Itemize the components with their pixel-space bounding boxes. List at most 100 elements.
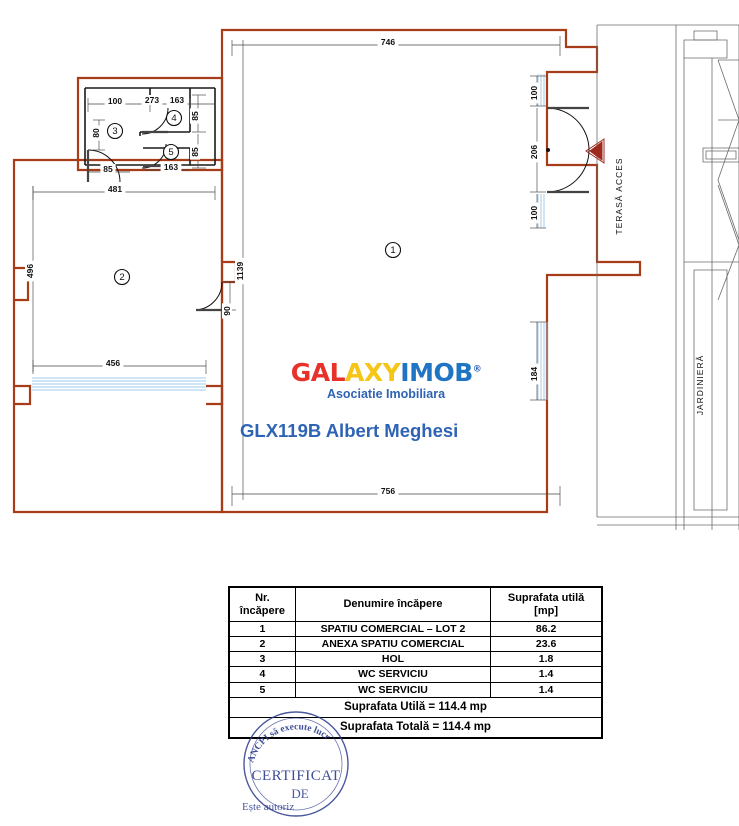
dimension-label-bg — [25, 260, 35, 282]
cell-name: SPATIU COMERCIAL – LOT 2 — [294, 621, 492, 638]
cell-area: 1.4 — [490, 666, 603, 683]
header-nr-line2: încăpere — [239, 604, 286, 617]
table-total-row: Suprafata Totală = 114.4 mp — [228, 716, 603, 739]
dimension-label: 90 — [222, 306, 232, 316]
table-header-row: Nr. încăpere Denumire încăpere Suprafata… — [228, 586, 603, 623]
cell-nr: 2 — [228, 636, 296, 653]
dimension-label-bg — [222, 303, 232, 319]
dimension-label: 184 — [529, 367, 539, 381]
room-marker — [165, 109, 183, 127]
room-number: 3 — [112, 126, 117, 137]
dimension-label: 100 — [529, 86, 539, 100]
dimension-label: 756 — [381, 486, 395, 496]
access-arrow-icon — [589, 141, 603, 161]
dimension-label: 85 — [190, 147, 200, 157]
room-number: 4 — [171, 113, 176, 124]
cell-area: 1.4 — [490, 681, 603, 698]
dimension-label-bg — [104, 96, 126, 106]
total-label: Suprafata Utilă = 114.4 mp — [228, 696, 603, 718]
room-schedule: Nr. încăpere Denumire încăpere Suprafata… — [228, 586, 603, 740]
header-area-line1: Suprafata utilă — [507, 592, 585, 604]
door-hinge-terrace — [546, 148, 550, 152]
room-marker — [106, 122, 124, 140]
room-number: 1 — [390, 245, 395, 256]
dimension-label-bg — [102, 358, 124, 368]
door-swing-annex — [195, 281, 223, 311]
dimension-label-bg — [190, 108, 200, 124]
room-marker — [113, 268, 131, 286]
dimension-label-bg — [235, 257, 245, 285]
dimension-label: 163 — [170, 95, 184, 105]
room-schedule-table: Nr. încăpere Denumire încăpere Suprafata… — [228, 586, 603, 740]
door-swing-terrace-top — [546, 107, 590, 151]
dimension-label-bg — [529, 82, 539, 104]
header-nr-line1: Nr. — [255, 592, 270, 604]
dimension-label: 100 — [108, 96, 122, 106]
header-name: Denumire încăpere — [294, 586, 492, 623]
dimension-label: 85 — [103, 164, 113, 174]
service-block-wall — [76, 76, 224, 172]
room-number: 5 — [168, 147, 173, 158]
dimension-label-bg — [529, 141, 539, 163]
floor-plan-drawing: .w{fill:none;stroke:#a63c18;stroke-width… — [12, 24, 739, 530]
header-area: Suprafata utilă [mp] — [490, 586, 603, 623]
cell-name: ANEXA SPATIU COMERCIAL — [294, 636, 492, 653]
dimension-label: 496 — [25, 264, 35, 278]
cell-name: WC SERVICIU — [294, 681, 492, 698]
balustrade-grip — [702, 147, 739, 163]
balustrade-cap-top — [683, 39, 728, 59]
dimension-label-bg — [529, 363, 539, 385]
balustrade-grip-inner — [705, 150, 737, 160]
stamp-bottom-text: DE — [291, 786, 308, 801]
annex-notch-mid — [222, 260, 238, 284]
balustrade-zigzag-1 — [717, 59, 739, 241]
door-swing-wc4 — [141, 107, 169, 135]
dimension-label-bg — [190, 144, 200, 160]
stamp-center-text: CERTIFICAT — [251, 768, 340, 784]
dimension-label-bg — [104, 184, 126, 194]
room-marker — [384, 241, 402, 259]
cell-nr: 4 — [228, 666, 296, 683]
dimension-label: 100 — [529, 206, 539, 220]
dimension-label: 746 — [381, 37, 395, 47]
dimension-label-bg — [91, 125, 101, 141]
dimension-label: 273 — [145, 95, 159, 105]
dimension-label: 206 — [529, 145, 539, 159]
cell-nr: 1 — [228, 621, 296, 638]
balustrade-post-top — [693, 30, 718, 41]
cell-nr: 5 — [228, 681, 296, 698]
dimension-label-bg — [377, 486, 399, 496]
cell-name: WC SERVICIU — [294, 666, 492, 683]
dimension-label-bg — [141, 95, 163, 105]
left-wall-notch-2 — [14, 384, 32, 406]
access-arrow-outline-icon — [585, 138, 605, 164]
window-right-184 — [537, 322, 548, 400]
cell-area: 1.8 — [490, 651, 603, 668]
page-title: GLX119B Albert Meghesi — [240, 420, 459, 441]
dimension-label-bg — [377, 37, 399, 47]
cell-nr: 3 — [228, 651, 296, 668]
annex-room-wall — [12, 158, 224, 514]
planter-box — [693, 269, 728, 511]
right-annex-notch — [206, 384, 224, 406]
table-total-row: Suprafata Utilă = 114.4 mp — [228, 696, 603, 718]
header-nr: Nr. încăpere — [228, 586, 296, 623]
dimension-label-bg — [166, 95, 188, 105]
header-area-line2: [mp] — [534, 604, 558, 617]
room-number: 2 — [119, 272, 124, 283]
dimension-label: 481 — [108, 184, 122, 194]
dimension-label-bg — [529, 202, 539, 224]
room-marker — [162, 143, 180, 161]
cell-area: 23.6 — [490, 636, 603, 653]
dimension-label: 85 — [190, 111, 200, 121]
door-swing-terrace-bottom — [546, 149, 590, 193]
dimension-label-bg — [100, 164, 116, 174]
dimension-label-bg — [160, 162, 182, 172]
dimension-label: 163 — [164, 162, 178, 172]
stamp-left-text: Ește autoriz — [242, 801, 294, 813]
